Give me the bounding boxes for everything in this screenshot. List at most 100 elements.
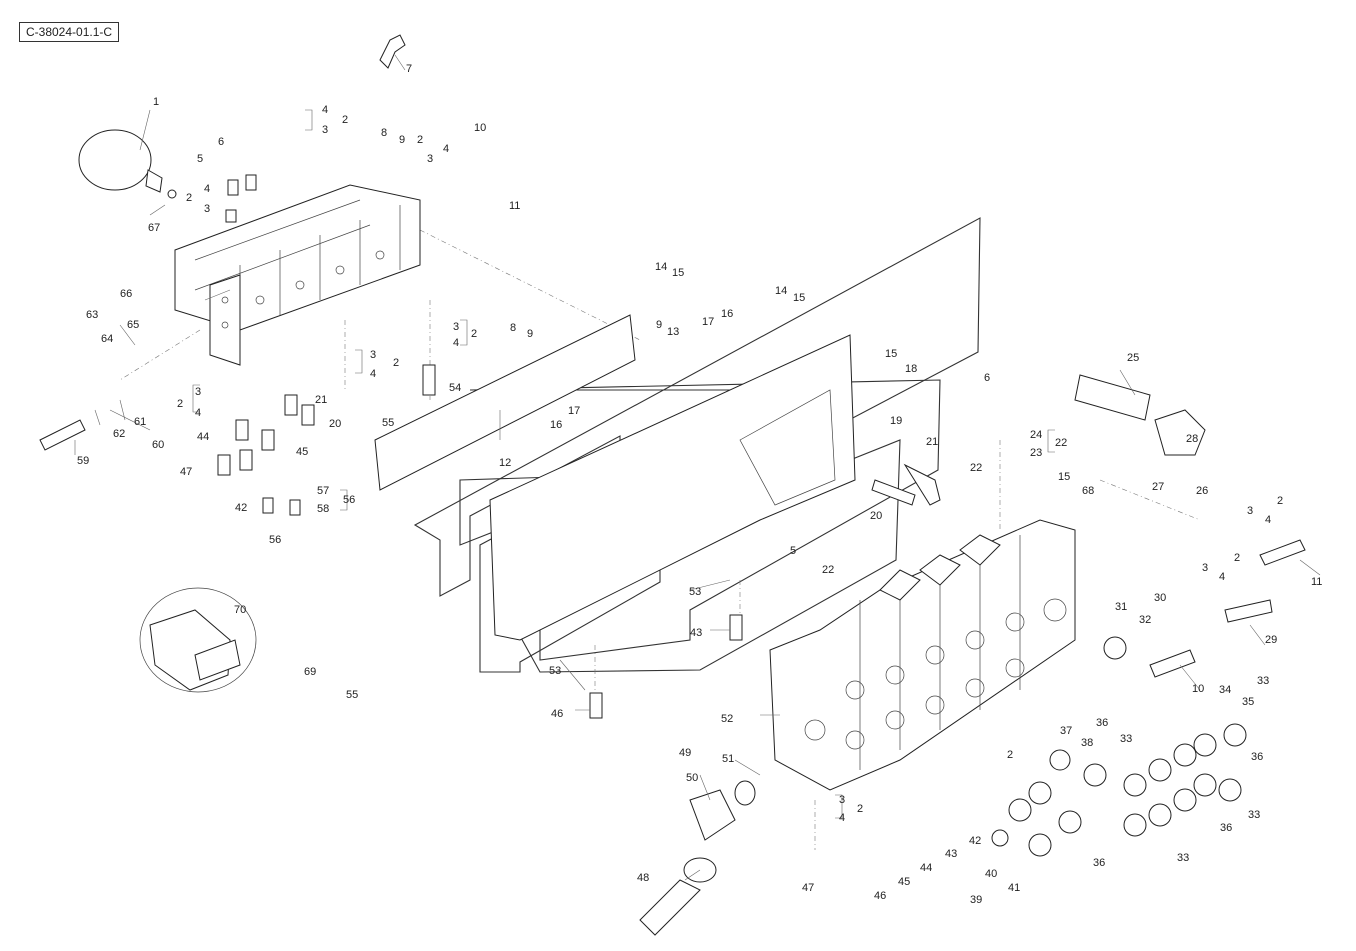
directional-valve-main	[769, 519, 1076, 791]
callout-16: 16	[550, 419, 562, 431]
callout-33: 33	[1177, 852, 1189, 864]
callout-10: 10	[474, 122, 486, 134]
callout-62: 62	[113, 428, 125, 440]
callout-8: 8	[510, 322, 516, 334]
callout-5: 5	[790, 545, 796, 557]
callout-22: 22	[970, 462, 982, 474]
callout-15: 15	[672, 267, 684, 279]
callout-64: 64	[101, 333, 113, 345]
callout-14: 14	[655, 261, 667, 273]
callout-11: 11	[509, 200, 520, 212]
callout-33: 33	[1120, 733, 1132, 745]
callout-27: 27	[1152, 481, 1164, 493]
callout-32: 32	[1139, 614, 1151, 626]
callout-55: 55	[382, 417, 394, 429]
callout-42: 42	[969, 835, 981, 847]
hose-fittings	[39, 34, 1306, 936]
callout-29: 29	[1265, 634, 1277, 646]
callout-2: 2	[1277, 495, 1283, 507]
callout-66: 66	[120, 288, 132, 300]
callout-16: 16	[721, 308, 733, 320]
callout-4: 4	[204, 183, 210, 195]
callout-22: 22	[1055, 437, 1067, 449]
callout-34: 34	[1219, 684, 1231, 696]
callout-15: 15	[793, 292, 805, 304]
callout-63: 63	[86, 309, 98, 321]
callout-43: 43	[945, 848, 957, 860]
callout-3: 3	[1202, 562, 1208, 574]
callout-11: 11	[1311, 576, 1322, 588]
valve-block-left	[174, 184, 421, 366]
callout-53: 53	[689, 586, 701, 598]
callout-24: 24	[1030, 429, 1042, 441]
callout-5: 5	[197, 153, 203, 165]
callout-2: 2	[186, 192, 192, 204]
callout-49: 49	[679, 747, 691, 759]
callout-45: 45	[296, 446, 308, 458]
callout-12: 12	[499, 457, 511, 469]
callout-13: 13	[667, 326, 679, 338]
callout-2: 2	[1234, 552, 1240, 564]
callout-4: 4	[322, 104, 328, 116]
callout-35: 35	[1242, 696, 1254, 708]
callout-59: 59	[77, 455, 89, 467]
callout-2: 2	[417, 134, 423, 146]
callout-26: 26	[1196, 485, 1208, 497]
callout-54: 54	[449, 382, 461, 394]
callout-9: 9	[527, 328, 533, 340]
callout-2: 2	[342, 114, 348, 126]
callout-46: 46	[874, 890, 886, 902]
accumulator-part	[78, 129, 177, 199]
callout-61: 61	[134, 416, 146, 428]
callout-36: 36	[1096, 717, 1108, 729]
callout-70: 70	[234, 604, 246, 616]
callout-2: 2	[857, 803, 863, 815]
callout-3: 3	[1247, 505, 1253, 517]
mounting-plate	[374, 314, 856, 641]
callout-9: 9	[399, 134, 405, 146]
callout-3: 3	[370, 349, 376, 361]
callout-17: 17	[568, 405, 580, 417]
callout-10: 10	[1192, 683, 1204, 695]
callout-4: 4	[453, 337, 459, 349]
callout-2: 2	[1007, 749, 1013, 761]
callout-labels: 1 2 4 3 6 5 4 2 3 67 7 8 9 2 4 3 10 11 6…	[77, 63, 1322, 906]
callout-47: 47	[802, 882, 814, 894]
callout-9: 9	[656, 319, 662, 331]
callout-47: 47	[180, 466, 192, 478]
callout-17: 17	[702, 316, 714, 328]
callout-1: 1	[153, 96, 159, 108]
callout-43: 43	[690, 627, 702, 639]
callout-41: 41	[1008, 882, 1020, 894]
callout-51: 51	[722, 753, 734, 765]
switch-detail	[139, 587, 257, 693]
callout-31: 31	[1115, 601, 1127, 613]
callout-52: 52	[721, 713, 733, 725]
callout-53: 53	[549, 665, 561, 677]
callout-48: 48	[637, 872, 649, 884]
callout-65: 65	[127, 319, 139, 331]
callout-3: 3	[204, 203, 210, 215]
callout-4: 4	[370, 368, 376, 380]
callout-20: 20	[329, 418, 341, 430]
callout-3: 3	[322, 124, 328, 136]
callout-6: 6	[218, 136, 224, 148]
callout-57: 57	[317, 485, 329, 497]
callout-2: 2	[471, 328, 477, 340]
callout-2: 2	[177, 398, 183, 410]
callout-58: 58	[317, 503, 329, 515]
callout-55: 55	[346, 689, 358, 701]
callout-28: 28	[1186, 433, 1198, 445]
callout-7: 7	[406, 63, 412, 75]
callout-42: 42	[235, 502, 247, 514]
callout-44: 44	[920, 862, 932, 874]
callout-50: 50	[686, 772, 698, 784]
callout-21: 21	[926, 436, 938, 448]
callout-4: 4	[1265, 514, 1271, 526]
callout-68: 68	[1082, 485, 1094, 497]
callout-44: 44	[197, 431, 209, 443]
callout-33: 33	[1248, 809, 1260, 821]
drawing-reference-code: C-38024-01.1-C	[19, 22, 120, 42]
callout-67: 67	[148, 222, 160, 234]
